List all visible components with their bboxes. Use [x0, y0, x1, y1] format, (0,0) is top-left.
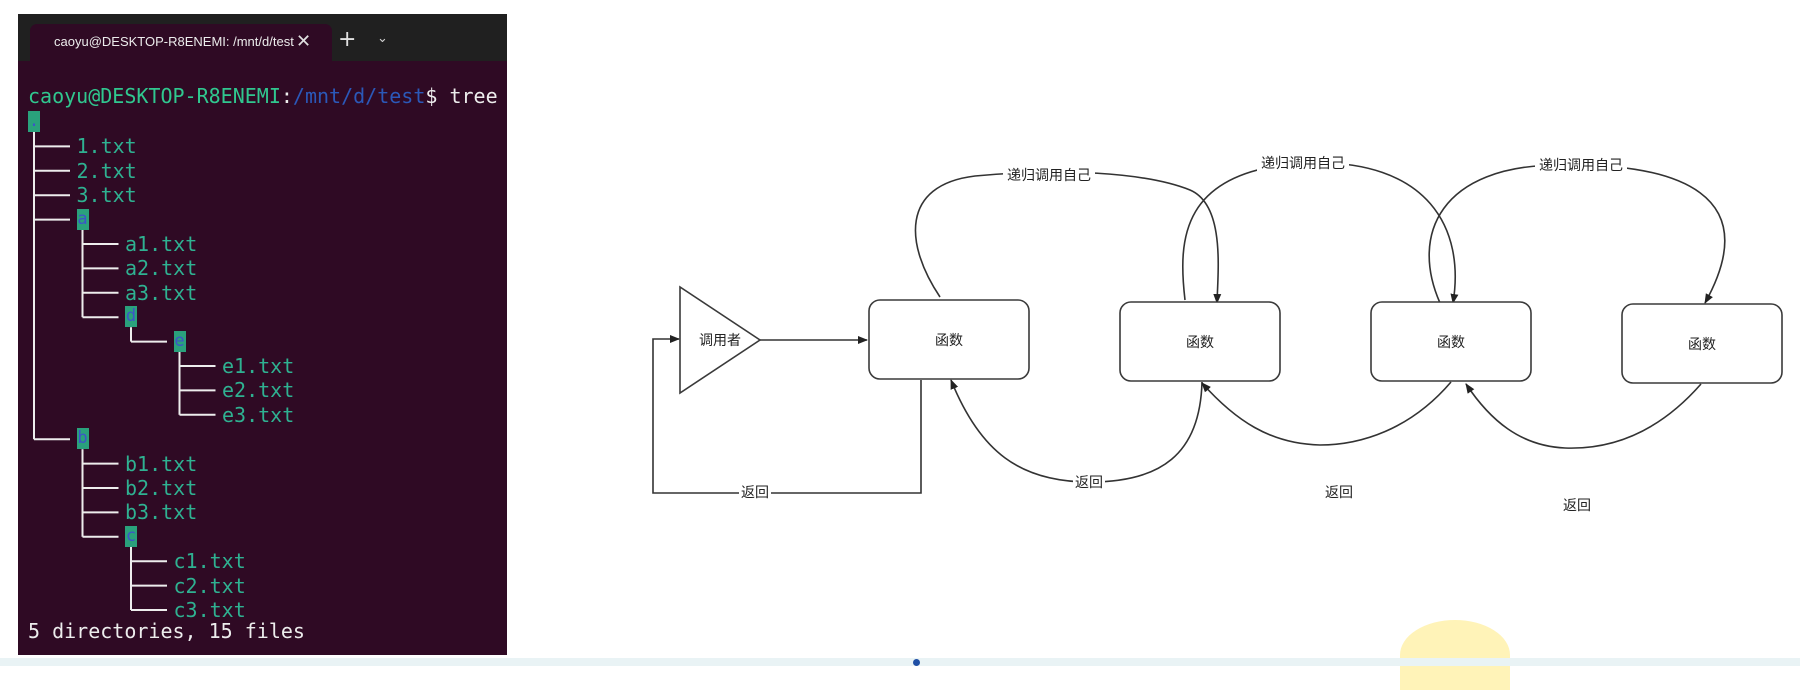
- terminal-output[interactable]: caoyu@DESKTOP-R8ENEMI:/mnt/d/test$ tree …: [18, 61, 507, 655]
- tree-summary: 5 directories, 15 files: [28, 619, 305, 643]
- function-label: 函数: [1186, 335, 1214, 351]
- tree-dir: e: [173, 330, 186, 352]
- function-node-2: 函数: [1119, 301, 1281, 382]
- cursor-icon: [913, 659, 920, 666]
- command-text: tree: [449, 84, 498, 108]
- tab-title: caoyu@DESKTOP-R8ENEMI: /mnt/d/test: [54, 34, 294, 49]
- terminal-window[interactable]: caoyu@DESKTOP-R8ENEMI: /mnt/d/test ✕ + ⌄…: [18, 14, 507, 655]
- decorative-blob: [1400, 620, 1510, 690]
- tree-file: b1.txt: [125, 451, 198, 476]
- tree-file: 2.txt: [76, 158, 137, 183]
- function-node-1: 函数: [868, 299, 1030, 380]
- tree-file: e3.txt: [222, 402, 295, 427]
- chevron-down-icon[interactable]: ⌄: [377, 31, 388, 46]
- tree-file: a1.txt: [125, 232, 198, 256]
- tree-dir: a: [76, 208, 89, 230]
- recursion-diagram: 调用者 函数 函数 函数 函数 递归调用自己 递归调用自己 递归调用自己 返回 …: [652, 154, 1783, 514]
- caller-node: 调用者: [679, 285, 762, 395]
- tree-connector-lines: [33, 132, 216, 611]
- return-arrow-2: [950, 379, 1203, 483]
- function-label: 函数: [1688, 337, 1716, 353]
- return-label: 返回: [1563, 498, 1591, 514]
- return-label: 返回: [1325, 485, 1353, 501]
- tree-file: 3.txt: [76, 183, 137, 208]
- new-tab-icon[interactable]: +: [338, 27, 357, 52]
- tree-file: 1.txt: [76, 134, 137, 159]
- tree-dir: b: [76, 428, 89, 450]
- function-label: 函数: [935, 333, 963, 349]
- function-node-3: 函数: [1370, 301, 1532, 382]
- recursive-call-arrow-1: [914, 171, 1222, 304]
- prompt-separator: :: [280, 84, 293, 108]
- terminal-tab[interactable]: caoyu@DESKTOP-R8ENEMI: /mnt/d/test ✕: [30, 24, 332, 61]
- return-arrow-3: [1201, 381, 1452, 446]
- tree-file: c3.txt: [173, 598, 246, 622]
- function-label: 函数: [1437, 335, 1465, 351]
- tree-file: b2.txt: [125, 476, 198, 500]
- terminal-titlebar: caoyu@DESKTOP-R8ENEMI: /mnt/d/test ✕ + ⌄: [18, 14, 507, 61]
- prompt-dollar: $: [425, 84, 438, 108]
- recursive-call-label: 递归调用自己: [1539, 157, 1623, 174]
- tree-file: c2.txt: [173, 573, 246, 598]
- recursive-call-arrow-3: [1428, 164, 1726, 304]
- caller-label: 调用者: [699, 333, 741, 349]
- recursive-call-label: 递归调用自己: [1007, 167, 1091, 184]
- return-arrow-1: [652, 335, 922, 494]
- tree-file: b3.txt: [125, 500, 198, 525]
- tree-file: a2.txt: [125, 256, 198, 281]
- tree-file: e2.txt: [222, 378, 295, 403]
- tree-dir: .: [28, 111, 40, 132]
- bottom-strip: [0, 658, 1800, 666]
- recursive-call-arrow-2: [1181, 162, 1459, 304]
- close-icon[interactable]: ✕: [296, 31, 312, 52]
- tree-dir: c: [125, 525, 137, 547]
- prompt-line: caoyu@DESKTOP-R8ENEMI:/mnt/d/test$ tree: [28, 84, 498, 108]
- prompt-user: caoyu@DESKTOP-R8ENEMI: [28, 84, 281, 108]
- tree-file: e1.txt: [222, 354, 295, 378]
- recursive-call-label: 递归调用自己: [1261, 155, 1345, 172]
- return-label: 返回: [1075, 475, 1103, 491]
- function-node-4: 函数: [1621, 303, 1783, 384]
- tree-dir: d: [125, 306, 137, 328]
- tree-file: a3.txt: [125, 280, 198, 305]
- prompt-path: /mnt/d/test: [292, 84, 426, 108]
- return-label: 返回: [741, 485, 769, 501]
- return-arrow-4: [1465, 383, 1702, 449]
- tree-file: c1.txt: [173, 549, 246, 574]
